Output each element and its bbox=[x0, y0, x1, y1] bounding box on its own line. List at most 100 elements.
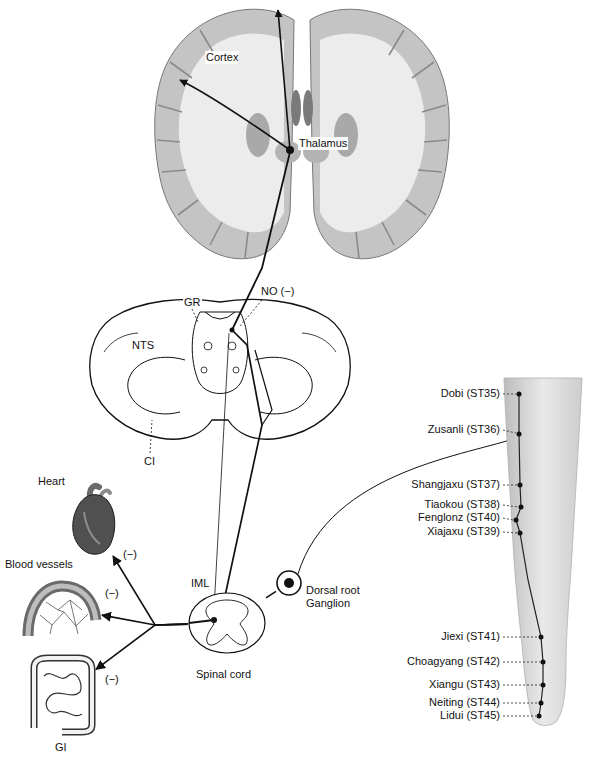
nucleus-label: GR bbox=[183, 296, 202, 309]
spinal-cord-section: Spinal cord bbox=[188, 592, 266, 654]
nucleus-label: CI bbox=[143, 455, 156, 468]
brain-section bbox=[291, 90, 301, 126]
brain-section bbox=[334, 113, 358, 157]
leg-picture bbox=[514, 392, 546, 719]
heart-picture bbox=[73, 486, 115, 554]
vessel-picture bbox=[28, 586, 96, 636]
acupoint-label: Xiangu (ST43) bbox=[429, 678, 500, 691]
pathway-lines bbox=[255, 350, 272, 425]
leg-picture bbox=[539, 701, 544, 706]
heart-picture bbox=[84, 512, 100, 544]
heart-organ: Heart bbox=[70, 490, 116, 556]
brainstem-section bbox=[205, 312, 235, 319]
acupoint-label: Fenglonz (ST40) bbox=[418, 511, 500, 524]
acupoint-label: Tiaokou (ST38) bbox=[425, 498, 500, 511]
pathway-lines bbox=[232, 152, 290, 330]
gi-picture bbox=[34, 658, 92, 732]
acupoint-label: Neiting (ST44) bbox=[429, 696, 500, 709]
gi-picture bbox=[44, 674, 82, 716]
spinal-cord-drawing bbox=[189, 593, 265, 653]
pathway-lines bbox=[222, 330, 262, 610]
nucleus-label: IML bbox=[190, 577, 210, 590]
acupoint-label: Lidui (ST45) bbox=[440, 709, 500, 722]
leg-picture bbox=[503, 378, 582, 725]
leg-picture bbox=[539, 635, 544, 640]
nerve-connector bbox=[96, 624, 188, 669]
ganglion-circle: Dorsal root Ganglion bbox=[276, 570, 302, 596]
node-label: Blood vessels bbox=[5, 558, 73, 571]
brainstem-section bbox=[104, 333, 336, 352]
nucleus-label: NO (−) bbox=[260, 285, 295, 298]
pathway-lines bbox=[180, 80, 290, 150]
nerve-connector bbox=[102, 615, 188, 625]
acupoint-label: Dobi (ST35) bbox=[441, 387, 500, 400]
acupoint-label: Zusanli (ST36) bbox=[428, 423, 500, 436]
leg-picture bbox=[541, 660, 546, 665]
nerve-connector bbox=[113, 556, 188, 625]
brainstem-section bbox=[233, 367, 239, 373]
spinal-cord-drawing bbox=[206, 600, 248, 645]
brainstem-section bbox=[90, 299, 350, 439]
node-label: Spinal cord bbox=[196, 668, 251, 681]
leg-picture bbox=[504, 378, 582, 725]
structure-label: Cortex bbox=[205, 51, 239, 64]
structure-label: Thalamus bbox=[298, 137, 348, 150]
leg-picture bbox=[537, 714, 542, 719]
brainstem-section bbox=[150, 300, 262, 453]
brainstem-section bbox=[90, 299, 350, 453]
brain-section bbox=[157, 30, 447, 258]
node-label: Dorsal root Ganglion bbox=[306, 584, 368, 610]
acupoint-label: Shangjaxu (ST37) bbox=[411, 478, 500, 491]
leg-picture bbox=[518, 483, 523, 488]
brainstem-section bbox=[192, 312, 248, 394]
spinal-cord-drawing bbox=[189, 593, 265, 653]
acupoint-label: Jiexi (ST41) bbox=[441, 630, 500, 643]
inhibition-sign: (−) bbox=[104, 587, 120, 600]
ganglion-drawing bbox=[277, 437, 519, 595]
brainstem-section bbox=[255, 357, 312, 414]
leg-picture bbox=[541, 683, 546, 688]
acupoint-label: Choagyang (ST42) bbox=[407, 655, 500, 668]
brain-section bbox=[246, 113, 270, 157]
ganglion-drawing bbox=[284, 578, 294, 588]
spinal-cord-drawing bbox=[189, 620, 214, 623]
leg-picture bbox=[514, 518, 519, 523]
brain-section bbox=[310, 9, 449, 259]
brain-section bbox=[303, 90, 313, 126]
pathway-lines bbox=[286, 146, 294, 154]
node-label: Heart bbox=[38, 475, 65, 488]
brainstem-section bbox=[204, 342, 212, 350]
pathway-lines bbox=[230, 328, 235, 333]
inhibition-sign: (−) bbox=[122, 548, 138, 561]
pathway-lines bbox=[180, 10, 294, 610]
vessel-picture bbox=[28, 586, 96, 636]
inhibition-sign: (−) bbox=[104, 673, 120, 686]
gi-picture bbox=[34, 658, 92, 732]
brain-section bbox=[155, 9, 450, 259]
brainstem-section bbox=[128, 357, 185, 414]
gi-picture bbox=[34, 658, 92, 732]
blood-vessel-organ: Blood vessels bbox=[20, 575, 102, 640]
leg-picture bbox=[503, 394, 540, 716]
acupoint-label: Xiajaxu (ST39) bbox=[427, 525, 500, 538]
nucleus-label: NTS bbox=[131, 339, 155, 352]
ganglion-drawing bbox=[298, 437, 519, 574]
leg-picture bbox=[519, 505, 524, 510]
ganglion-drawing bbox=[277, 571, 301, 595]
leg-picture bbox=[518, 531, 523, 536]
heart-picture bbox=[73, 495, 115, 555]
gi-organ: GI bbox=[28, 655, 96, 735]
pathway-lines bbox=[278, 10, 290, 150]
leg-picture bbox=[516, 394, 543, 716]
nerve-connector bbox=[266, 591, 276, 597]
node-label: GI bbox=[55, 741, 67, 754]
leg-picture bbox=[517, 432, 522, 437]
vessel-picture bbox=[40, 600, 88, 634]
brainstem-section bbox=[201, 367, 207, 373]
vessel-picture bbox=[28, 586, 96, 636]
leg-picture bbox=[517, 392, 522, 397]
pathway-lines bbox=[214, 333, 229, 610]
